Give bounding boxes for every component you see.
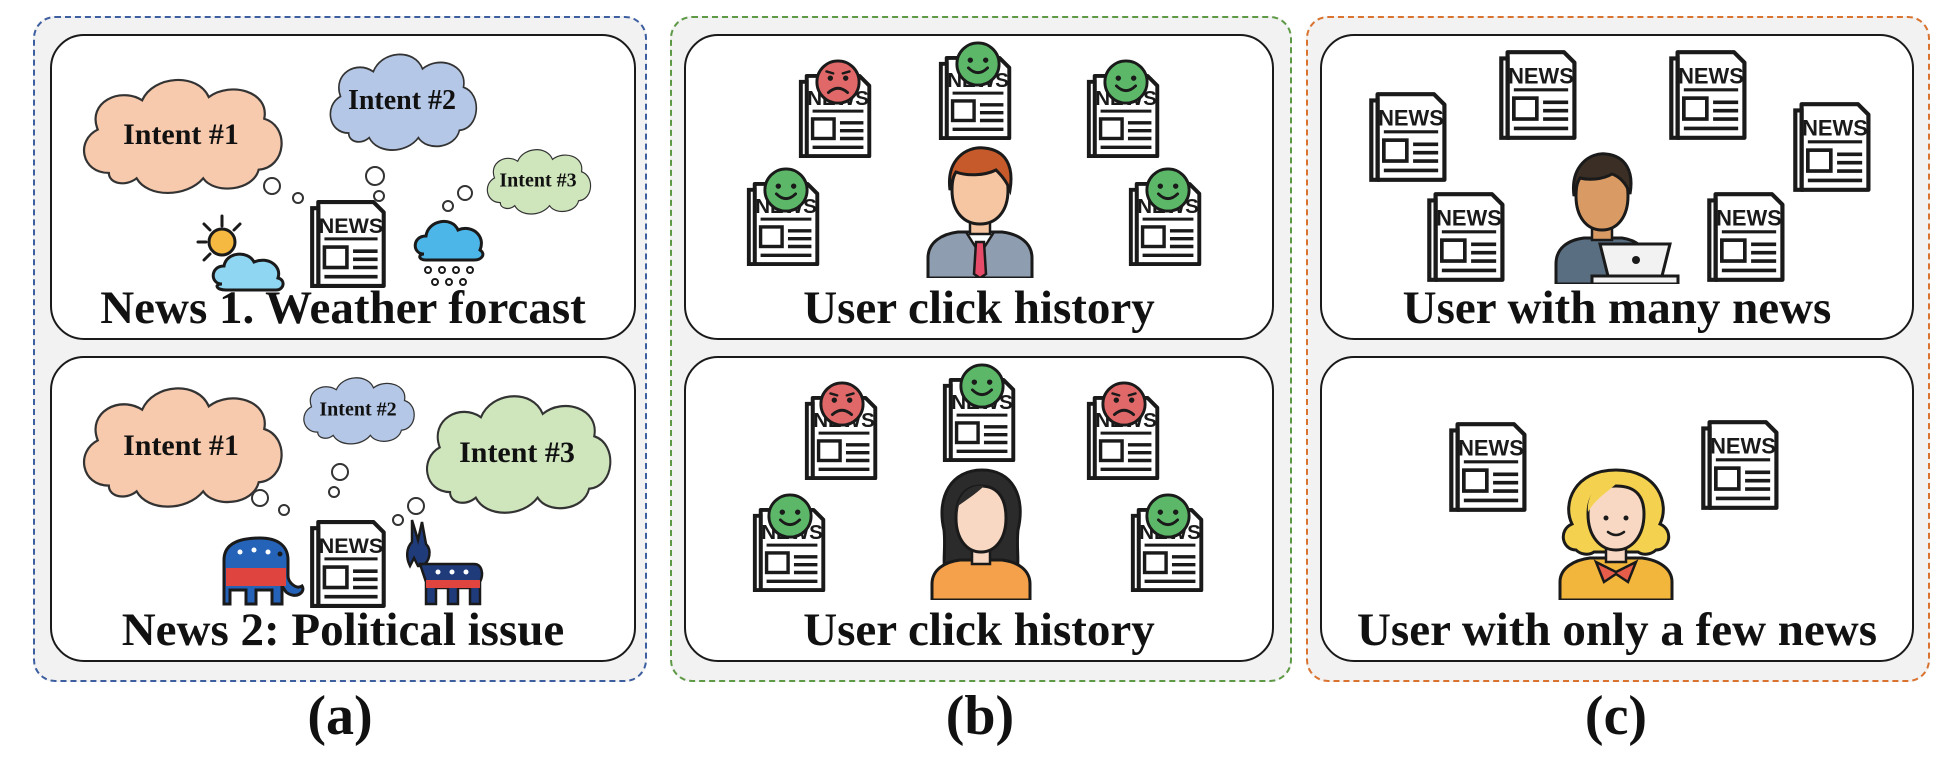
panel-b-label: (b) bbox=[945, 685, 1015, 747]
intent-3-label: Intent #3 bbox=[499, 169, 577, 192]
news-icon bbox=[1498, 48, 1584, 142]
card-news-2: Intent #1 Intent #2 Intent #3 News 2: Po… bbox=[50, 356, 636, 662]
happy-face-icon bbox=[1144, 492, 1192, 540]
thought-bubbles bbox=[251, 463, 425, 526]
intent-3-label-wrap: Intent #3 bbox=[480, 144, 596, 218]
intent-2-label-wrap: Intent #2 bbox=[296, 372, 420, 448]
card-title: News 2: Political issue bbox=[121, 604, 565, 656]
sun-cloud-icon bbox=[196, 214, 285, 292]
news-icon bbox=[310, 198, 392, 290]
happy-face-icon bbox=[958, 362, 1006, 410]
user-laptop-avatar bbox=[1554, 152, 1680, 284]
card-user-click-history-2: User click history bbox=[684, 356, 1274, 662]
happy-face-icon bbox=[1102, 58, 1150, 106]
sad-face-icon bbox=[818, 380, 866, 428]
happy-face-icon bbox=[1144, 166, 1192, 214]
rain-cloud-icon bbox=[413, 220, 485, 286]
intent-2-label-wrap: Intent #2 bbox=[320, 46, 484, 156]
news-icon bbox=[1668, 48, 1754, 142]
blonde-woman-avatar bbox=[1558, 468, 1674, 600]
elephant-icon bbox=[222, 536, 305, 606]
happy-face-icon bbox=[954, 40, 1002, 88]
news-icon bbox=[1368, 90, 1454, 184]
donkey-icon bbox=[406, 519, 484, 606]
panel-a-label: (a) bbox=[307, 685, 373, 747]
sad-face-icon bbox=[1100, 380, 1148, 428]
news-icon bbox=[1448, 420, 1534, 514]
intent-1-label: Intent #1 bbox=[123, 118, 239, 151]
happy-face-icon bbox=[762, 166, 810, 214]
news-icon bbox=[1792, 100, 1878, 194]
panel-c-label: (c) bbox=[1584, 685, 1648, 747]
card-title: User click history bbox=[803, 282, 1155, 334]
card-title: User with only a few news bbox=[1356, 604, 1878, 656]
intent-3-label: Intent #3 bbox=[459, 436, 575, 469]
card-news-1: Intent #1 Intent #2 Intent #3 News bbox=[50, 34, 636, 340]
intent-1-label: Intent #1 bbox=[123, 429, 239, 462]
card-title: User with many news bbox=[1402, 282, 1832, 334]
news-icon bbox=[1706, 190, 1792, 284]
thought-bubbles bbox=[263, 166, 473, 212]
card-user-few-news: User with only a few news bbox=[1320, 356, 1914, 662]
intent-3-label-wrap: Intent #3 bbox=[414, 386, 620, 520]
happy-face-icon bbox=[766, 492, 814, 540]
intent-2-label: Intent #2 bbox=[319, 398, 397, 421]
card-user-click-history-1: User click history bbox=[684, 34, 1274, 340]
intent-1-label-wrap: Intent #1 bbox=[70, 70, 292, 200]
card-title: News 1. Weather forcast bbox=[100, 282, 586, 334]
woman-user-avatar bbox=[930, 468, 1032, 600]
news-icon bbox=[310, 518, 392, 610]
man-user-avatar bbox=[926, 146, 1034, 278]
card-user-many-news: User with many news bbox=[1320, 34, 1914, 340]
intent-2-label: Intent #2 bbox=[347, 85, 457, 116]
news-icon bbox=[1700, 418, 1786, 512]
intent-1-label-wrap: Intent #1 bbox=[70, 378, 292, 514]
card-title: User click history bbox=[803, 604, 1155, 656]
sad-face-icon bbox=[814, 58, 862, 106]
news-icon bbox=[1426, 190, 1512, 284]
